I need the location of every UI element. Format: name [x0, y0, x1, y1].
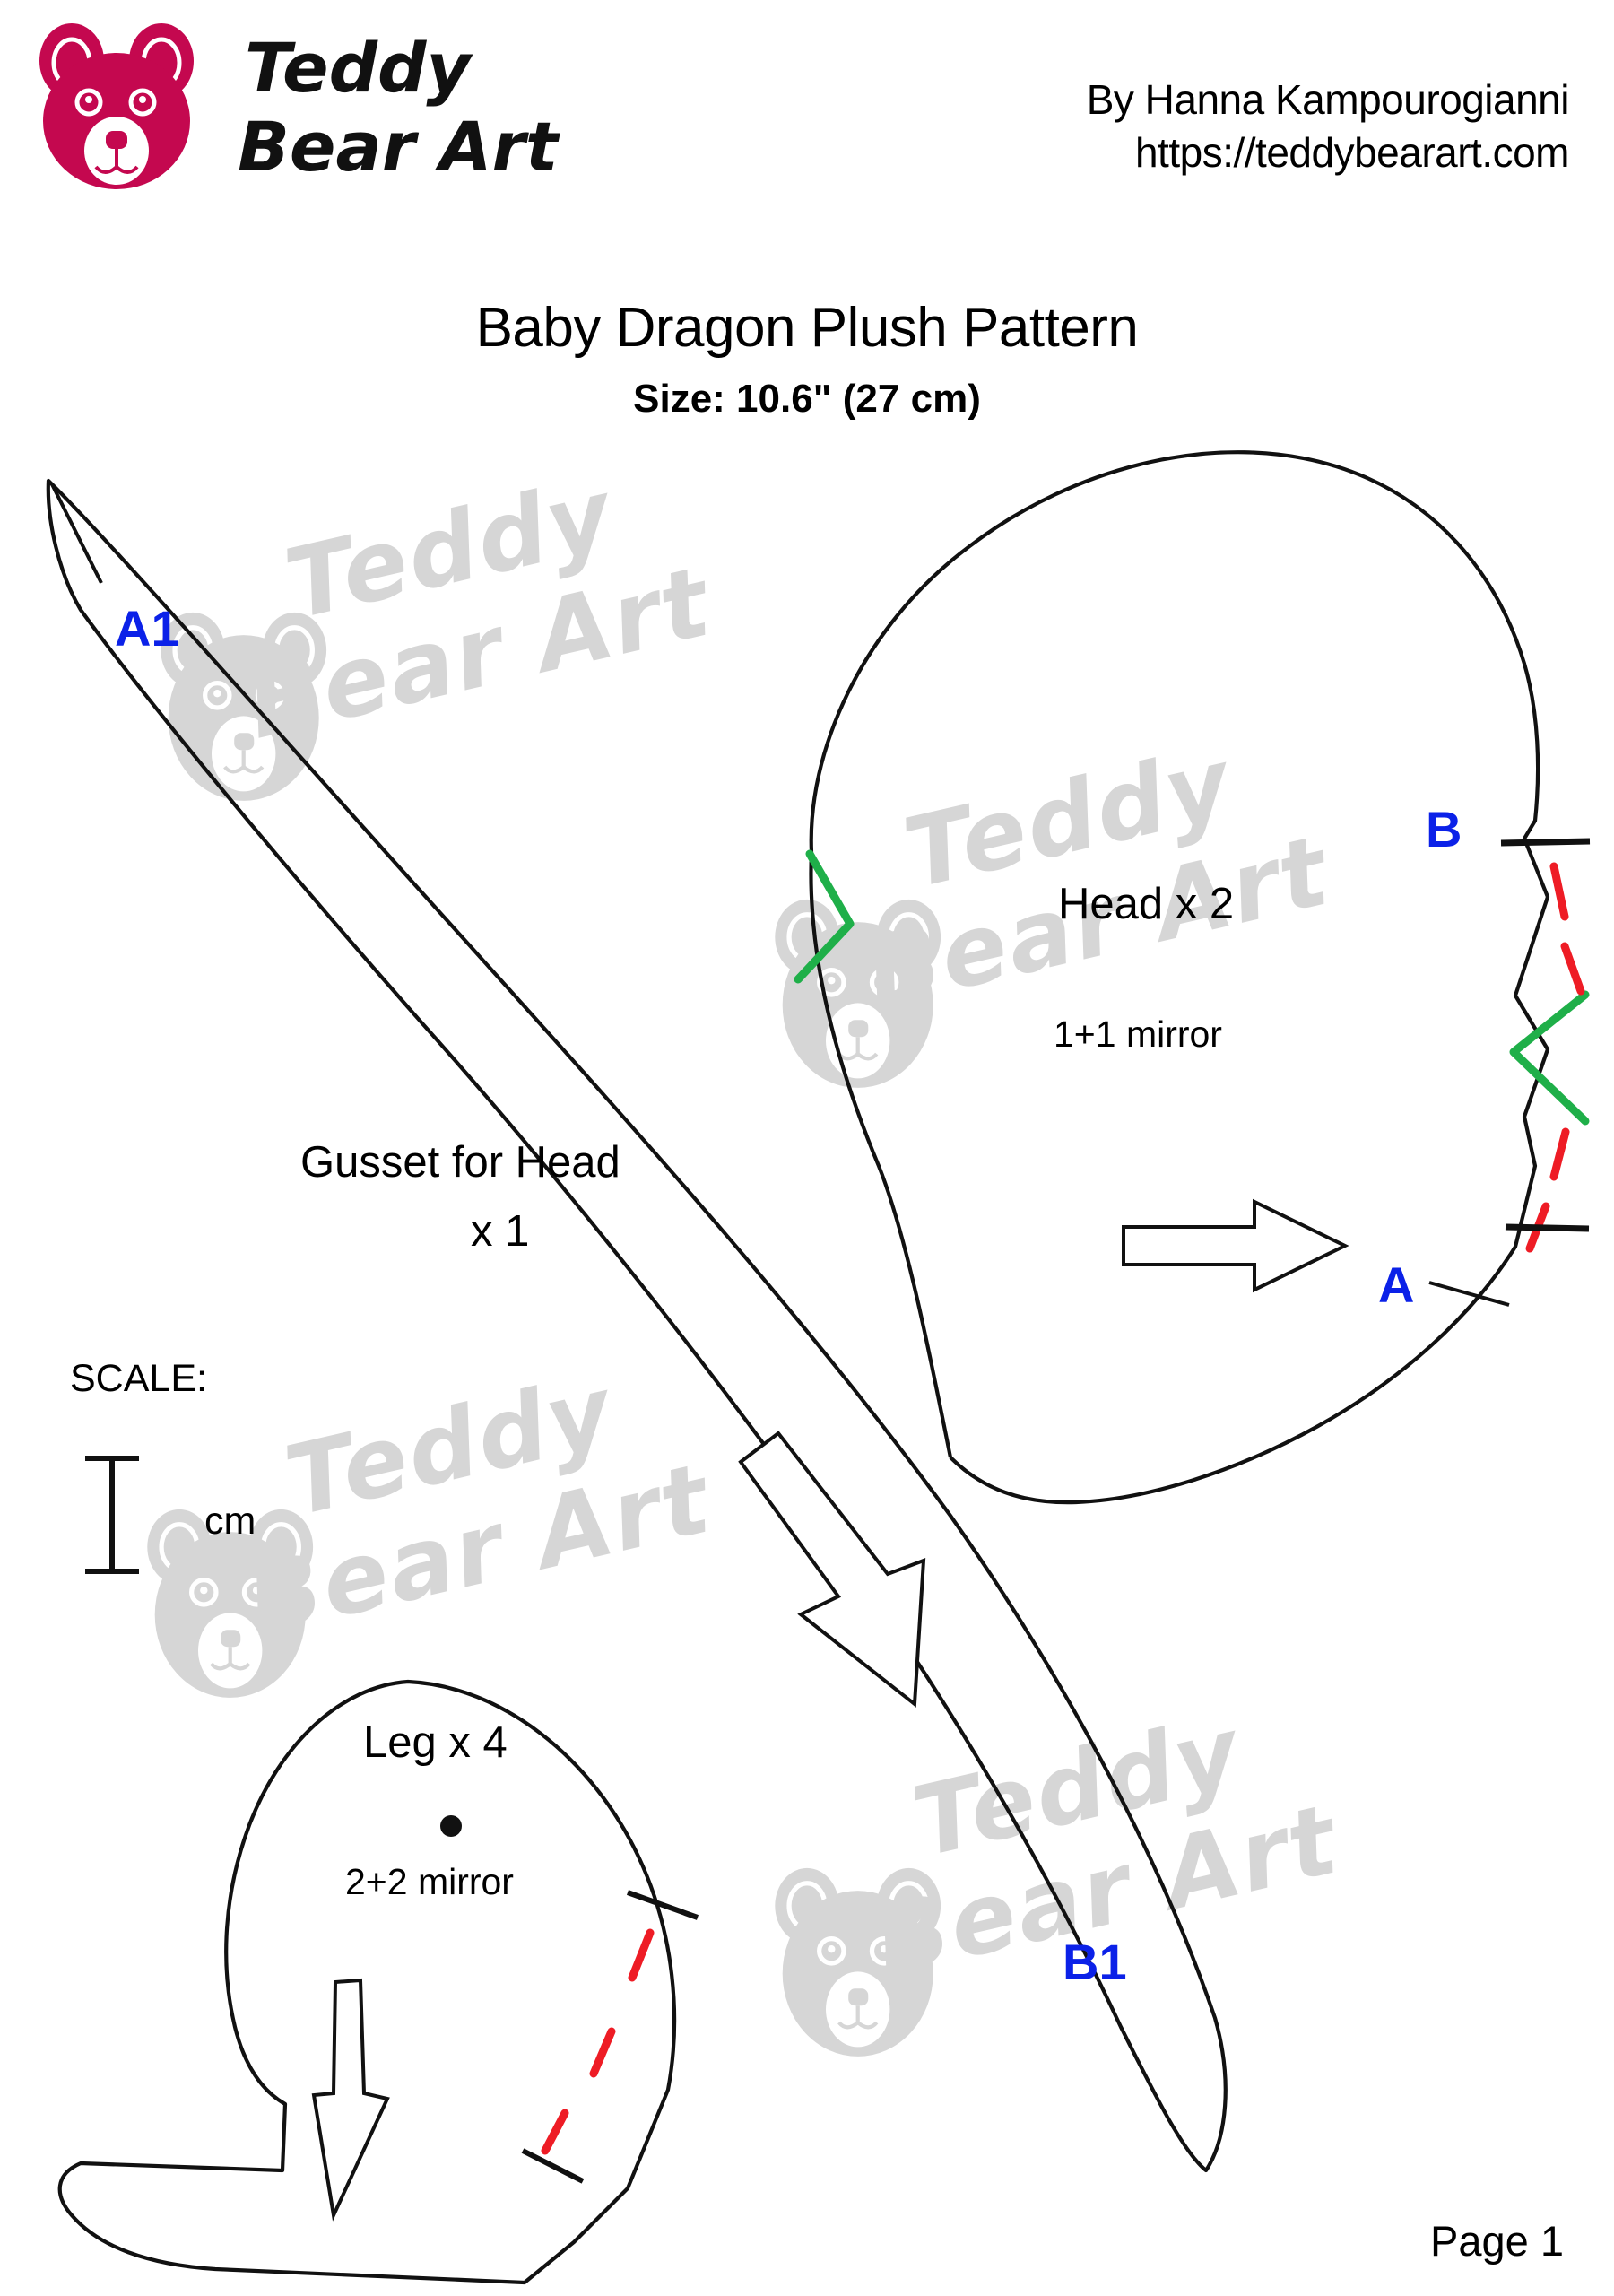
- website-url: https://teddybearart.com: [1134, 128, 1570, 176]
- leg-opening-tick-top: [626, 1890, 699, 1920]
- head-piece-mirror-note: 1+1 mirror: [1054, 1013, 1222, 1055]
- scale-title: SCALE:: [70, 1357, 207, 1400]
- page-size-subtitle: Size: 10.6" (27 cm): [633, 377, 981, 421]
- gusset-tip-tick: [50, 483, 103, 584]
- page-title: Baby Dragon Plush Pattern: [475, 297, 1139, 359]
- brand-logo-bear-icon: [39, 23, 194, 189]
- leg-seam-dashes-red-icon: [541, 1928, 655, 2155]
- gusset-piece-label-line1: Gusset for Head: [300, 1138, 620, 1187]
- match-code-b: B: [1426, 801, 1462, 857]
- leg-opening-tick-bottom: [521, 2148, 585, 2184]
- head-grainline-arrow-icon: [1122, 1198, 1349, 1293]
- piece-leg[interactable]: [57, 1679, 699, 2285]
- author-name: By Hanna Kampourogianni: [1086, 76, 1570, 123]
- page-number: Page 1: [1430, 2217, 1564, 2265]
- head-notch-right-green-zigzag-icon: [1509, 990, 1590, 1126]
- leg-piece-mirror-note: 2+2 mirror: [345, 1861, 514, 1902]
- head-seam-dashes-upper-red-icon: [1549, 862, 1585, 996]
- head-mark-a-tick: [1505, 1223, 1590, 1232]
- match-code-a1: A1: [115, 600, 179, 657]
- match-code-a: A: [1378, 1257, 1415, 1313]
- leg-piece-label: Leg x 4: [363, 1718, 508, 1767]
- byline: By Hanna Kampourogianni https://teddybea…: [1086, 74, 1570, 179]
- leg-grainline-arrow-icon: [311, 1978, 390, 2222]
- gusset-grainline-arrow-icon: [738, 1431, 926, 1708]
- head-notch-left-green-zigzag-icon: [794, 849, 855, 984]
- head-outline-left: [809, 851, 953, 1458]
- head-mark-a-leader: [1428, 1281, 1510, 1307]
- head-mark-b-tick: [1500, 838, 1591, 847]
- scale-ruler-icon: [85, 1456, 139, 1574]
- wordmark-line-2: Bear Art: [238, 107, 560, 184]
- leg-dot-marker-icon: [440, 1815, 462, 1837]
- leg-outline: [57, 1679, 677, 2285]
- brand-wordmark: Teddy Bear Art: [238, 28, 560, 184]
- gusset-piece-label-line2: x 1: [471, 1207, 530, 1256]
- piece-head[interactable]: [794, 450, 1591, 1505]
- scale-unit-label: cm: [204, 1500, 256, 1543]
- gusset-outline: [46, 478, 1228, 2173]
- match-code-b1: B1: [1063, 1934, 1127, 1990]
- wordmark-line-1: Teddy: [245, 28, 473, 108]
- piece-gusset-for-head[interactable]: [46, 478, 1228, 2173]
- head-outline-right: [809, 450, 1550, 1505]
- head-piece-label: Head x 2: [1058, 880, 1235, 928]
